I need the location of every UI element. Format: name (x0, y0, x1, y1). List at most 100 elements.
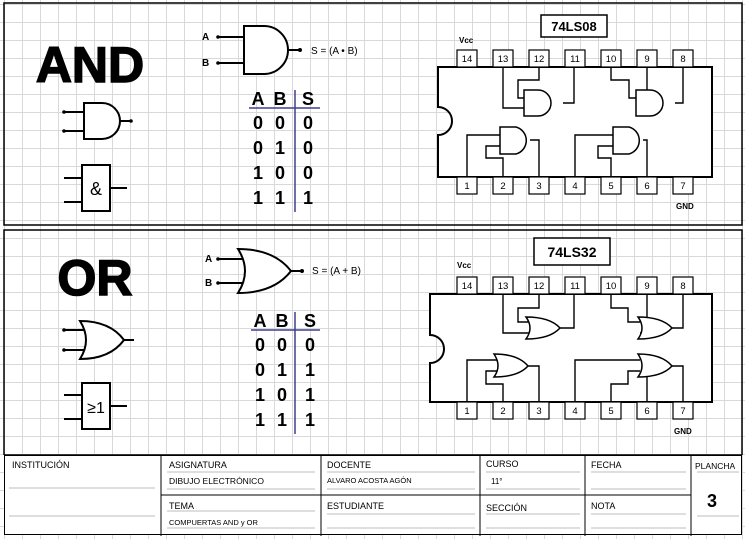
chip-pin-top (564, 49, 586, 68)
fecha-label: FECHA (591, 460, 622, 470)
truth-table-cell: 0 (303, 113, 313, 133)
truth-table-cell: 0 (255, 335, 265, 355)
or-chip-label-box (533, 237, 611, 266)
chip-pin-number: 8 (680, 54, 685, 65)
or-chip-body (429, 293, 713, 403)
seccion-label: SECCIÓN (486, 503, 528, 513)
truth-table-cell: 1 (277, 360, 287, 380)
or-iec-label: ≥1 (87, 400, 105, 417)
or-expression: S = (A + B) (312, 266, 361, 277)
chip-pin-number: 7 (680, 406, 685, 417)
truth-table-header: A (252, 89, 265, 109)
tema-value: COMPUERTAS AND y OR (169, 518, 258, 527)
or-section: OR ≥1 A B S = (A + B) (57, 237, 713, 436)
chip-pin-number: 6 (644, 406, 649, 417)
or-chip-label: 74LS32 (547, 244, 596, 260)
truth-table-cell: 1 (275, 188, 285, 208)
truth-table-cell: 1 (253, 163, 263, 183)
truth-table-header: B (276, 311, 289, 331)
chip-pin-number: 9 (644, 281, 649, 292)
chip-pin-number: 13 (498, 281, 509, 292)
or-iec-symbol-icon: ≥1 (64, 382, 127, 430)
chip-pin-number: 13 (498, 54, 509, 65)
or-input-a-label: A (205, 254, 212, 265)
and-chip-vcc: Vcc (459, 36, 474, 45)
truth-table-header: B (274, 89, 287, 109)
or-title: OR (58, 250, 133, 306)
chip-pin-number: 14 (462, 281, 473, 292)
truth-table-cell: 1 (303, 188, 313, 208)
chip-pin-number: 4 (572, 406, 577, 417)
title-block: INSTITUCIÓN ASIGNATURA DIBUJO ELECTRÓNIC… (4, 455, 742, 536)
chip-pin-number: 3 (536, 181, 541, 192)
chip-pin-number: 10 (606, 281, 617, 292)
chip-pin-number: 2 (500, 181, 505, 192)
or-input-b-label: B (205, 278, 212, 289)
and-section: AND & A B S = (A • B) (35, 14, 713, 212)
chip-pin-number: 4 (572, 181, 577, 192)
chip-pin-number: 14 (462, 54, 473, 65)
truth-table-cell: 0 (253, 113, 263, 133)
truth-table-cell: 0 (275, 113, 285, 133)
truth-table-cell: 1 (253, 188, 263, 208)
or-chip-gnd: GND (674, 427, 692, 436)
truth-table-cell: 0 (305, 335, 315, 355)
plancha-value: 3 (707, 491, 718, 511)
or-gate-main-icon: A B S = (A + B) (205, 247, 361, 295)
and-input-a-label: A (202, 32, 209, 43)
truth-table-cell: 1 (305, 360, 315, 380)
chip-pin-number: 11 (570, 54, 580, 65)
truth-table-cell: 1 (305, 385, 315, 405)
chip-pin-number: 3 (536, 406, 541, 417)
chip-pin-top (456, 49, 478, 68)
chip-pin-number: 12 (534, 281, 545, 292)
truth-table-cell: 0 (303, 163, 313, 183)
truth-table-cell: 0 (255, 360, 265, 380)
chip-pin-bottom (672, 176, 694, 195)
docente-value: ALVARO ACOSTA AGÓN (327, 476, 412, 485)
docente-label: DOCENTE (327, 460, 372, 470)
or-chip-vcc: Vcc (457, 261, 472, 270)
plancha-label: PLANCHA (695, 461, 736, 471)
and-iec-label: & (90, 179, 102, 199)
truth-table-header: S (302, 89, 314, 109)
chip-pin-number: 12 (534, 54, 545, 65)
and-gate-symbol-icon (62, 102, 133, 140)
nota-label: NOTA (591, 501, 616, 511)
chip-pin-number: 1 (464, 406, 469, 417)
chip-pin-number: 10 (606, 54, 617, 65)
truth-table-header: S (304, 311, 316, 331)
curso-label: CURSO (486, 459, 519, 469)
chip-pin-number: 8 (680, 281, 685, 292)
and-gate-main-icon: A B S = (A • B) (202, 25, 358, 75)
chip-pin-number: 7 (680, 181, 685, 192)
and-chip-label-box (540, 14, 608, 38)
chip-pin-number: 5 (608, 406, 613, 417)
tema-label: TEMA (169, 501, 195, 511)
truth-table-cell: 0 (275, 163, 285, 183)
chip-pin-number: 6 (644, 181, 649, 192)
truth-table-cell: 1 (305, 410, 315, 430)
truth-table-header: A (254, 311, 267, 331)
and-chip-gnd: GND (676, 202, 694, 211)
chip-pin-top (564, 276, 586, 295)
asignatura-value: DIBUJO ELECTRÓNICO (169, 476, 264, 486)
asignatura-label: ASIGNATURA (169, 460, 227, 470)
truth-table-cell: 0 (277, 385, 287, 405)
and-expression: S = (A • B) (311, 46, 358, 57)
diagram-canvas: AND & A B S = (A • B) (3, 2, 743, 455)
estudiante-label: ESTUDIANTE (327, 501, 385, 511)
truth-table-cell: 0 (253, 138, 263, 158)
and-section-frame (3, 2, 743, 226)
truth-table-cell: 1 (255, 410, 265, 430)
truth-table-cell: 1 (277, 410, 287, 430)
truth-table-cell: 0 (277, 335, 287, 355)
chip-pin-number: 2 (500, 406, 505, 417)
or-gate-symbol-icon (62, 319, 134, 361)
curso-value: 11° (491, 477, 503, 486)
chip-pin-number: 11 (570, 281, 580, 292)
institucion-label: INSTITUCIÓN (12, 460, 70, 470)
